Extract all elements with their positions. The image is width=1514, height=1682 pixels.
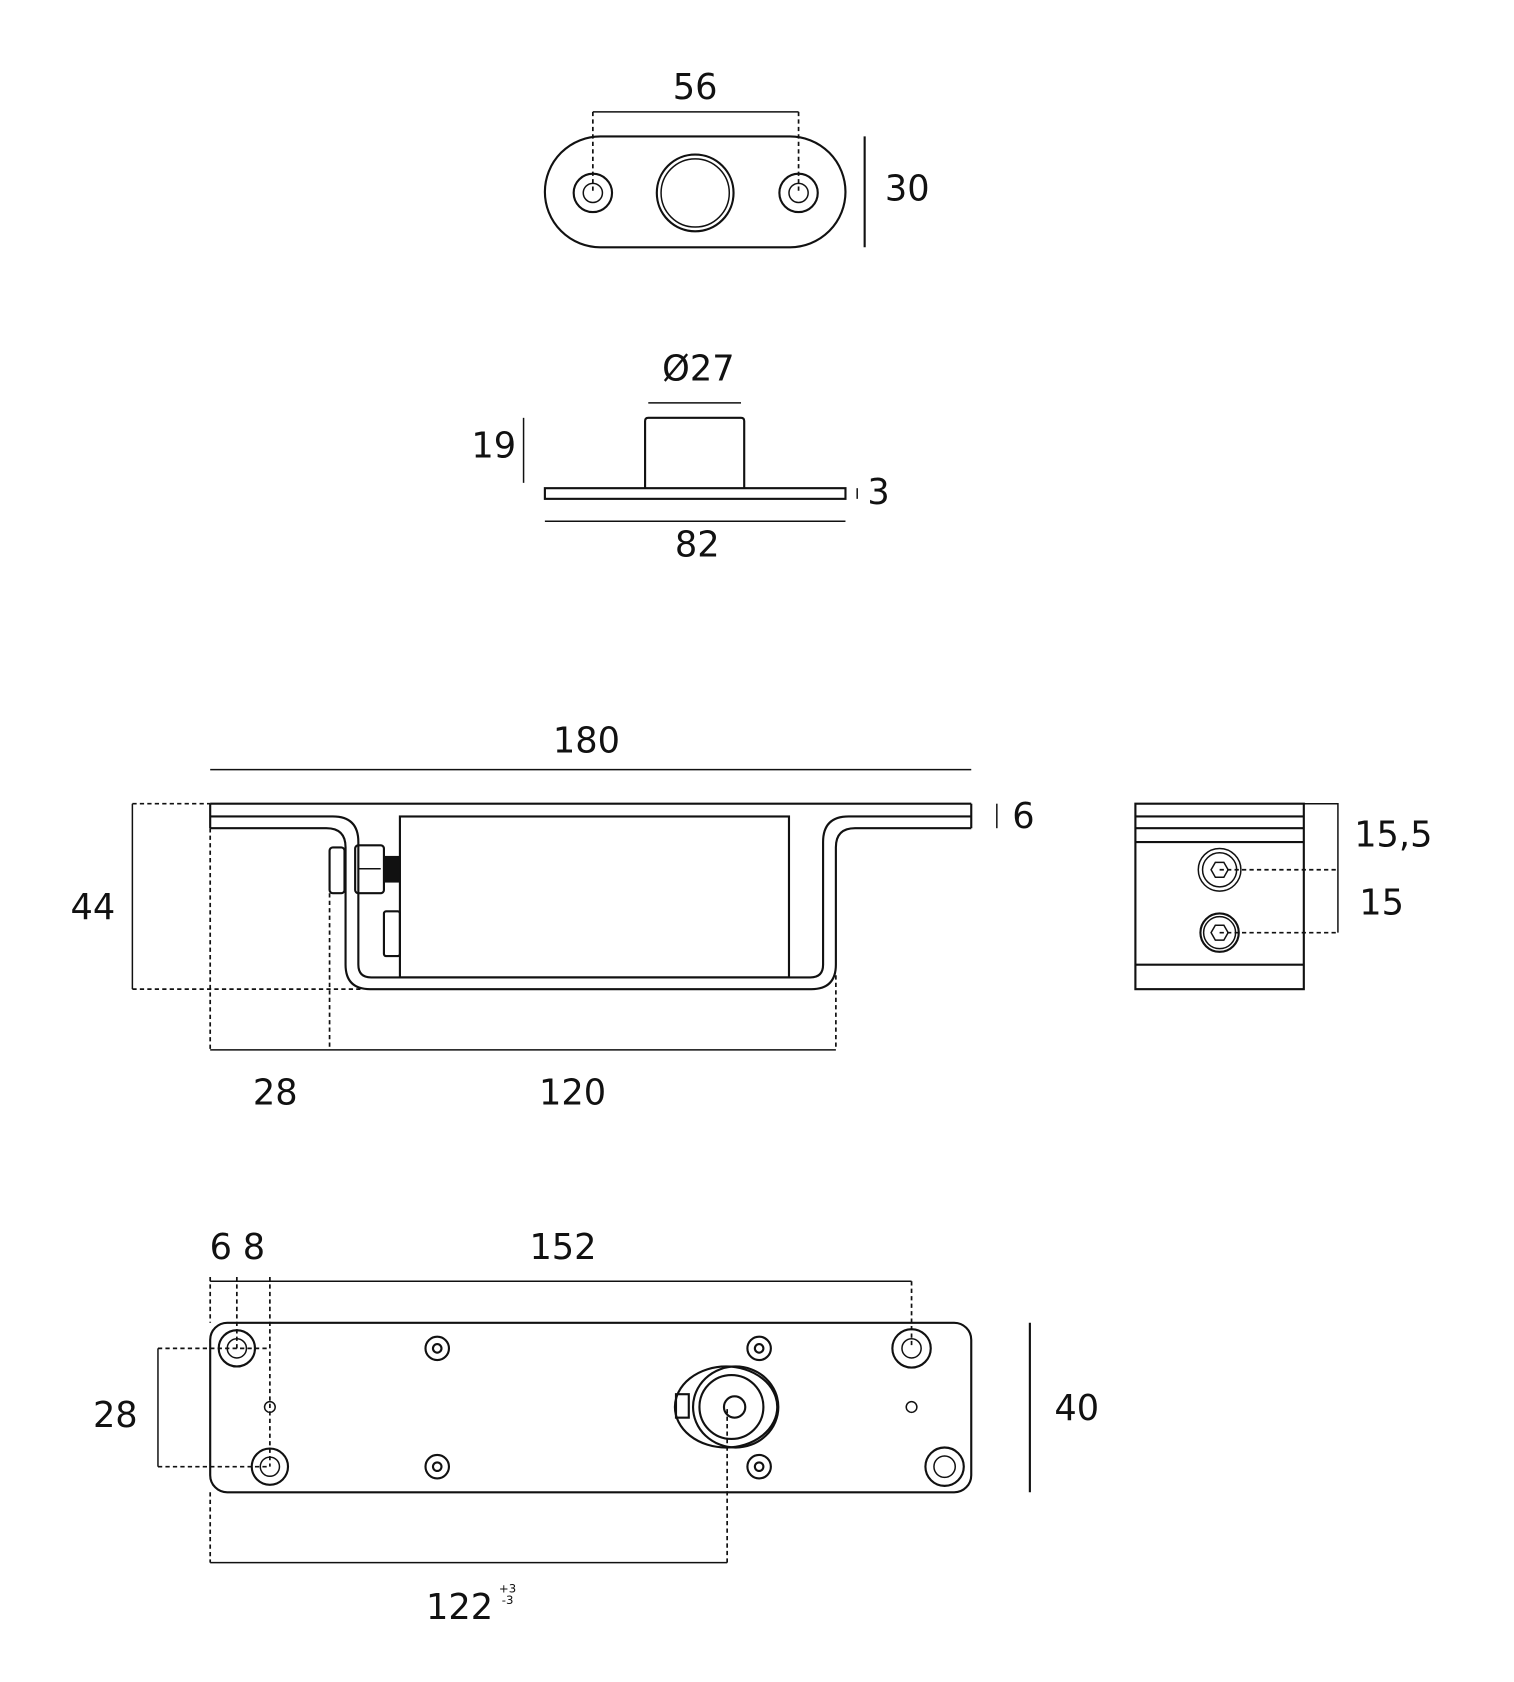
dim-30: 30 <box>885 168 930 209</box>
screw-upper <box>1197 847 1242 892</box>
dim-152: 152 <box>529 1227 596 1268</box>
hole-inner <box>582 182 604 204</box>
cam-ring <box>691 1365 780 1449</box>
dim-28-vertical: 28 <box>93 1395 138 1436</box>
channel-outer <box>210 827 972 991</box>
bracket-tab <box>382 910 401 958</box>
dim-180: 180 <box>553 721 620 762</box>
cam-outer <box>673 1365 779 1449</box>
top-view: 56 30 <box>543 67 930 249</box>
side-view: 180 6 44 28 120 <box>71 721 1035 1114</box>
hole <box>746 1453 772 1480</box>
dim-122: 122 <box>426 1587 493 1628</box>
boss-inner <box>660 158 731 228</box>
hole-inner <box>753 1343 765 1354</box>
flange <box>543 487 847 500</box>
motor-block <box>398 815 791 979</box>
dim-19: 19 <box>471 425 516 466</box>
pin-hole <box>905 1400 918 1414</box>
tolerance-minus: -3 <box>502 1593 514 1607</box>
dim-40: 40 <box>1054 1388 1099 1429</box>
hole <box>424 1335 451 1362</box>
dim-diameter-27: Ø27 <box>662 349 734 390</box>
dim-120: 120 <box>539 1072 606 1113</box>
boss-circle <box>655 153 735 233</box>
dim-8: 8 <box>243 1227 265 1268</box>
dim-line-end <box>1303 802 1339 933</box>
end-view: 15,5 15 <box>1134 802 1432 991</box>
hex-socket-icon <box>1210 924 1229 941</box>
hole <box>424 1453 451 1480</box>
end-body <box>1134 802 1305 991</box>
dim-82: 82 <box>675 524 720 565</box>
dim-6: 6 <box>1012 796 1034 837</box>
dim-28-offset: 28 <box>253 1072 298 1113</box>
hole-inner <box>431 1343 443 1354</box>
hex-socket-icon <box>1210 861 1229 878</box>
tolerance-plus: +3 <box>499 1581 516 1595</box>
bottom-view: 6 8 152 28 40 122 +3 -3 <box>93 1227 1099 1628</box>
dim-56: 56 <box>673 67 718 108</box>
dim-15: 15 <box>1359 883 1404 924</box>
hole-inner <box>788 182 809 204</box>
thread <box>383 855 400 883</box>
dim-15-5: 15,5 <box>1354 814 1432 855</box>
dim-3: 3 <box>867 472 889 513</box>
hole-inner <box>933 1455 957 1479</box>
hole <box>746 1335 772 1362</box>
bolt-head <box>328 846 346 895</box>
cam-pin <box>722 1395 747 1419</box>
hole <box>924 1446 965 1487</box>
hole-inner <box>431 1461 443 1473</box>
mounting-holes <box>217 1328 965 1487</box>
hole-inner <box>753 1461 765 1473</box>
cam-inner <box>698 1373 765 1441</box>
cam-notch <box>674 1393 690 1419</box>
channel-inner <box>210 815 972 979</box>
strike-plate-outline <box>543 135 847 249</box>
hole-inner <box>901 1338 922 1359</box>
dim-44: 44 <box>71 887 116 928</box>
cam <box>673 1365 780 1449</box>
dim-6-edge: 6 <box>210 1227 232 1268</box>
boss <box>644 416 746 489</box>
front-view: Ø27 19 3 82 <box>471 349 889 566</box>
base-plate <box>209 1321 973 1494</box>
